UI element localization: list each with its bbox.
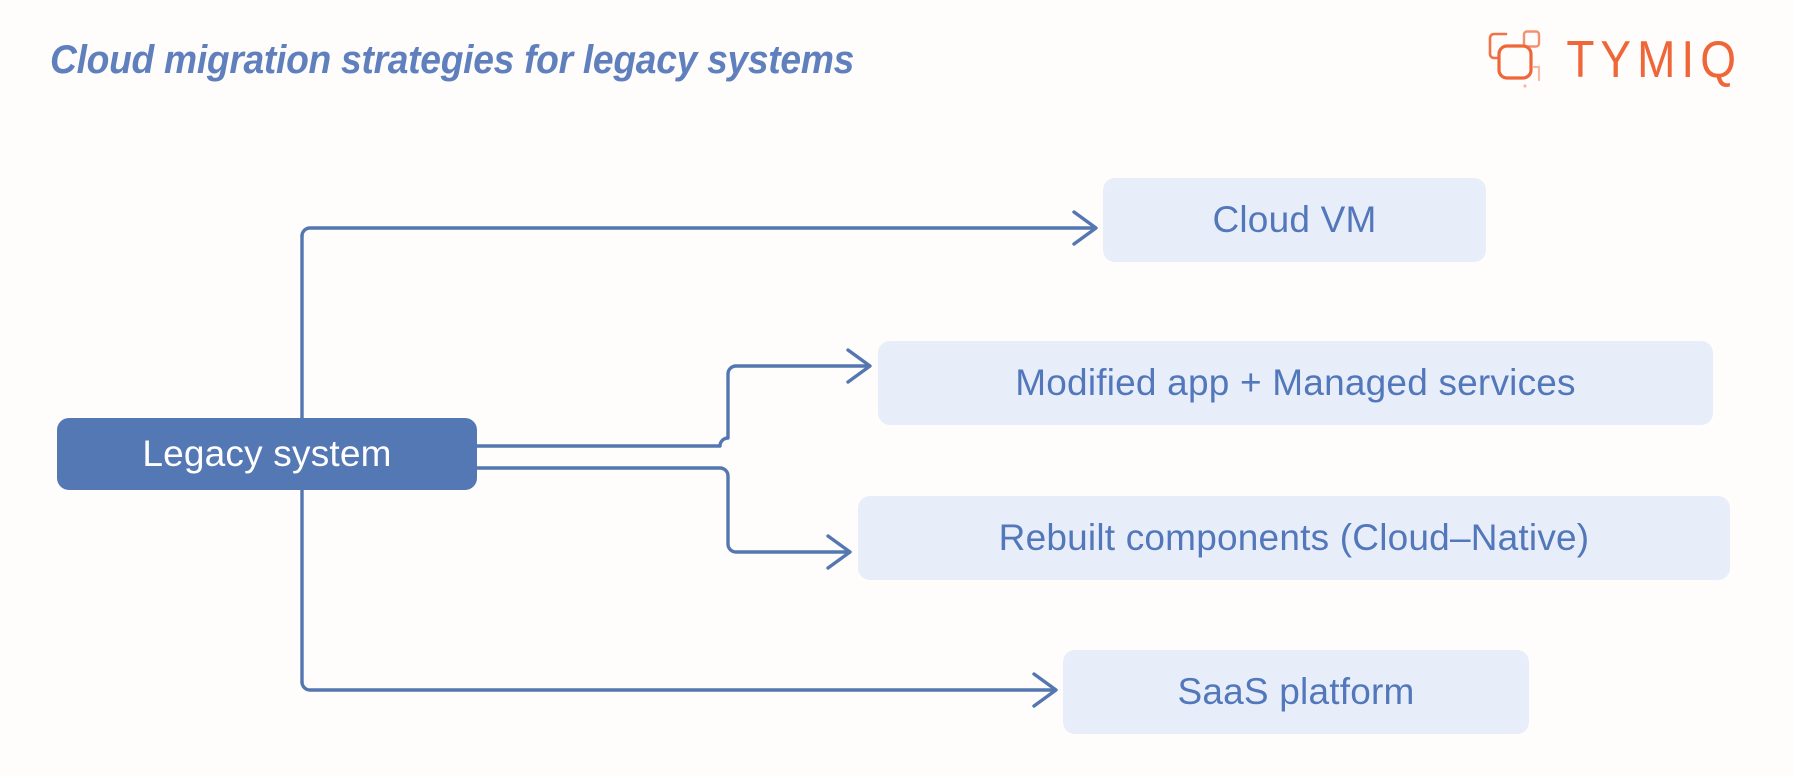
node-cloud-vm[interactable]: Cloud VM	[1103, 178, 1486, 262]
node-saas-platform[interactable]: SaaS platform	[1063, 650, 1529, 734]
edge-modified-app-arrowhead	[846, 348, 872, 384]
node-modified-app-managed-services-label: Modified app + Managed services	[1015, 362, 1576, 403]
node-legacy-system[interactable]: Legacy system	[57, 418, 477, 490]
node-legacy-system-label: Legacy system	[142, 433, 392, 474]
tymiq-logo-mark-icon	[1484, 28, 1548, 90]
edge-saas-platform-path	[300, 680, 1054, 692]
edge-rebuilt-components-arrowhead	[826, 534, 852, 570]
node-rebuilt-components-cloud-native-label: Rebuilt components (Cloud–Native)	[998, 517, 1590, 558]
edge-saas-platform-arrowhead	[1032, 672, 1058, 708]
edge-cloud-vm-path	[300, 226, 1094, 238]
tymiq-wordmark: TYMIQ	[1566, 29, 1742, 89]
edge-rebuilt-components-path	[475, 466, 848, 554]
tymiq-logo: TYMIQ	[1484, 28, 1742, 90]
edge-modified-app-path	[475, 364, 868, 448]
page-title: Cloud migration strategies for legacy sy…	[50, 38, 855, 82]
node-cloud-vm-label: Cloud VM	[1212, 199, 1377, 240]
node-rebuilt-components-cloud-native[interactable]: Rebuilt components (Cloud–Native)	[858, 496, 1730, 580]
node-modified-app-managed-services[interactable]: Modified app + Managed services	[878, 341, 1713, 425]
node-saas-platform-label: SaaS platform	[1177, 671, 1415, 712]
edge-cloud-vm-arrowhead	[1072, 210, 1098, 246]
